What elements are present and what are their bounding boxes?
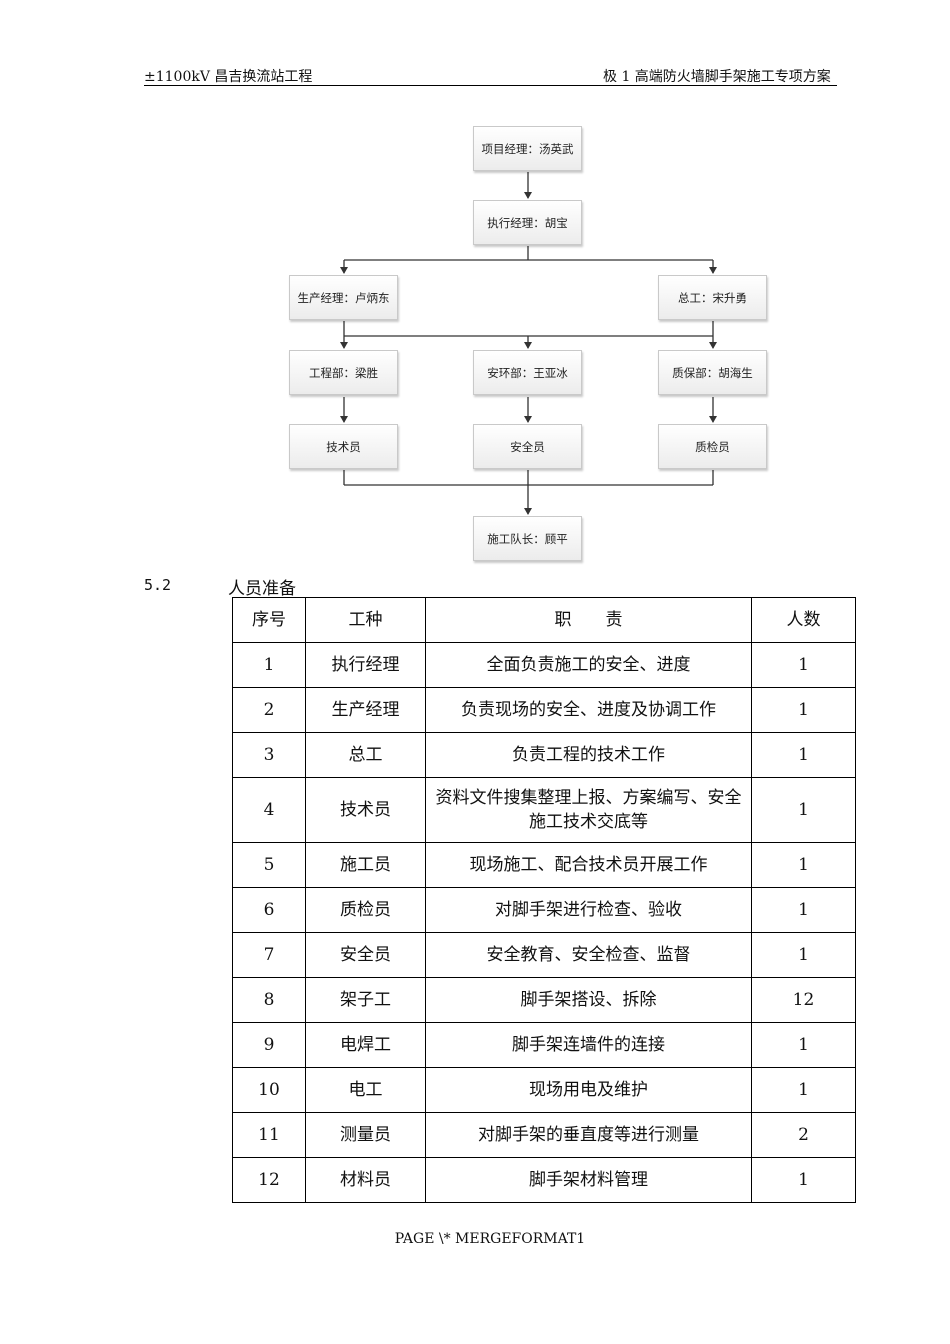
cell-type: 安全员 bbox=[305, 932, 426, 978]
cell-type: 电焊工 bbox=[305, 1022, 426, 1068]
header-right-text: 极 1 高端防火墙脚手架施工专项方案 bbox=[603, 69, 831, 85]
table-row: 12 材料员 脚手架材料管理 1 bbox=[232, 1157, 856, 1203]
table-row: 6 质检员 对脚手架进行检查、验收 1 bbox=[232, 887, 856, 933]
cell-type: 技术员 bbox=[305, 777, 426, 843]
header-duty: 职 责 bbox=[425, 597, 752, 643]
cell-duty: 脚手架连墙件的连接 bbox=[425, 1022, 752, 1068]
table-header-row: 序号 工种 职 责 人数 bbox=[232, 597, 856, 643]
cell-no: 12 bbox=[232, 1157, 306, 1203]
cell-type: 测量员 bbox=[305, 1112, 426, 1158]
node-safety-env-dept: 安环部：王亚冰 bbox=[473, 350, 582, 395]
cell-no: 8 bbox=[232, 977, 306, 1023]
table-row: 5 施工员 现场施工、配合技术员开展工作 1 bbox=[232, 842, 856, 888]
cell-duty: 对脚手架的垂直度等进行测量 bbox=[425, 1112, 752, 1158]
header-type: 工种 bbox=[305, 597, 426, 643]
cell-count: 1 bbox=[751, 1157, 856, 1203]
cell-no: 5 bbox=[232, 842, 306, 888]
page-footer: PAGE \* MERGEFORMAT1 bbox=[394, 1231, 586, 1247]
table-row: 7 安全员 安全教育、安全检查、监督 1 bbox=[232, 932, 856, 978]
table-row: 11 测量员 对脚手架的垂直度等进行测量 2 bbox=[232, 1112, 856, 1158]
node-quality-inspector: 质检员 bbox=[658, 424, 767, 469]
cell-count: 1 bbox=[751, 777, 856, 843]
cell-no: 4 bbox=[232, 777, 306, 843]
cell-type: 架子工 bbox=[305, 977, 426, 1023]
cell-duty: 脚手架搭设、拆除 bbox=[425, 977, 752, 1023]
header-rule bbox=[144, 85, 837, 86]
node-quality-dept: 质保部：胡海生 bbox=[658, 350, 767, 395]
cell-type: 材料员 bbox=[305, 1157, 426, 1203]
cell-duty: 全面负责施工的安全、进度 bbox=[425, 642, 752, 688]
cell-duty: 负责现场的安全、进度及协调工作 bbox=[425, 687, 752, 733]
cell-type: 总工 bbox=[305, 732, 426, 778]
table-row: 4 技术员 资料文件搜集整理上报、方案编写、安全施工技术交底等 1 bbox=[232, 777, 856, 843]
node-safety-officer: 安全员 bbox=[473, 424, 582, 469]
cell-duty: 脚手架材料管理 bbox=[425, 1157, 752, 1203]
cell-count: 1 bbox=[751, 887, 856, 933]
org-chart-connectors bbox=[340, 172, 717, 515]
cell-count: 12 bbox=[751, 977, 856, 1023]
cell-duty: 现场施工、配合技术员开展工作 bbox=[425, 842, 752, 888]
section-number: 5.2 bbox=[144, 576, 172, 594]
cell-duty: 负责工程的技术工作 bbox=[425, 732, 752, 778]
cell-duty: 现场用电及维护 bbox=[425, 1067, 752, 1113]
cell-no: 3 bbox=[232, 732, 306, 778]
node-executive-manager: 执行经理：胡宝 bbox=[473, 200, 582, 245]
cell-type: 施工员 bbox=[305, 842, 426, 888]
header-count: 人数 bbox=[751, 597, 856, 643]
table-row: 10 电工 现场用电及维护 1 bbox=[232, 1067, 856, 1113]
cell-no: 1 bbox=[232, 642, 306, 688]
cell-type: 电工 bbox=[305, 1067, 426, 1113]
header-left-text: ±1100kV 昌吉换流站工程 bbox=[144, 69, 313, 85]
node-team-leader: 施工队长：顾平 bbox=[473, 516, 582, 561]
node-engineering-dept: 工程部：梁胜 bbox=[289, 350, 398, 395]
node-technician: 技术员 bbox=[289, 424, 398, 469]
table-row: 9 电焊工 脚手架连墙件的连接 1 bbox=[232, 1022, 856, 1068]
node-production-manager: 生产经理：卢炳东 bbox=[289, 275, 398, 320]
cell-no: 2 bbox=[232, 687, 306, 733]
cell-type: 质检员 bbox=[305, 887, 426, 933]
cell-count: 1 bbox=[751, 842, 856, 888]
cell-count: 1 bbox=[751, 932, 856, 978]
cell-count: 1 bbox=[751, 732, 856, 778]
section-title: 人员准备 bbox=[228, 579, 296, 599]
cell-count: 1 bbox=[751, 687, 856, 733]
cell-duty: 资料文件搜集整理上报、方案编写、安全施工技术交底等 bbox=[425, 777, 752, 843]
cell-count: 1 bbox=[751, 642, 856, 688]
cell-no: 7 bbox=[232, 932, 306, 978]
table-row: 1 执行经理 全面负责施工的安全、进度 1 bbox=[232, 642, 856, 688]
cell-count: 1 bbox=[751, 1067, 856, 1113]
cell-type: 执行经理 bbox=[305, 642, 426, 688]
header-no: 序号 bbox=[232, 597, 306, 643]
table-row: 8 架子工 脚手架搭设、拆除 12 bbox=[232, 977, 856, 1023]
node-chief-engineer: 总工：宋升勇 bbox=[658, 275, 767, 320]
cell-duty: 对脚手架进行检查、验收 bbox=[425, 887, 752, 933]
table-row: 2 生产经理 负责现场的安全、进度及协调工作 1 bbox=[232, 687, 856, 733]
cell-no: 9 bbox=[232, 1022, 306, 1068]
node-project-manager: 项目经理：汤英武 bbox=[473, 126, 582, 171]
cell-duty: 安全教育、安全检查、监督 bbox=[425, 932, 752, 978]
table-row: 3 总工 负责工程的技术工作 1 bbox=[232, 732, 856, 778]
cell-no: 6 bbox=[232, 887, 306, 933]
cell-count: 2 bbox=[751, 1112, 856, 1158]
cell-no: 10 bbox=[232, 1067, 306, 1113]
staff-table: 序号 工种 职 责 人数 1 执行经理 全面负责施工的安全、进度 1 2 生产经… bbox=[232, 597, 856, 1203]
cell-type: 生产经理 bbox=[305, 687, 426, 733]
cell-count: 1 bbox=[751, 1022, 856, 1068]
cell-no: 11 bbox=[232, 1112, 306, 1158]
